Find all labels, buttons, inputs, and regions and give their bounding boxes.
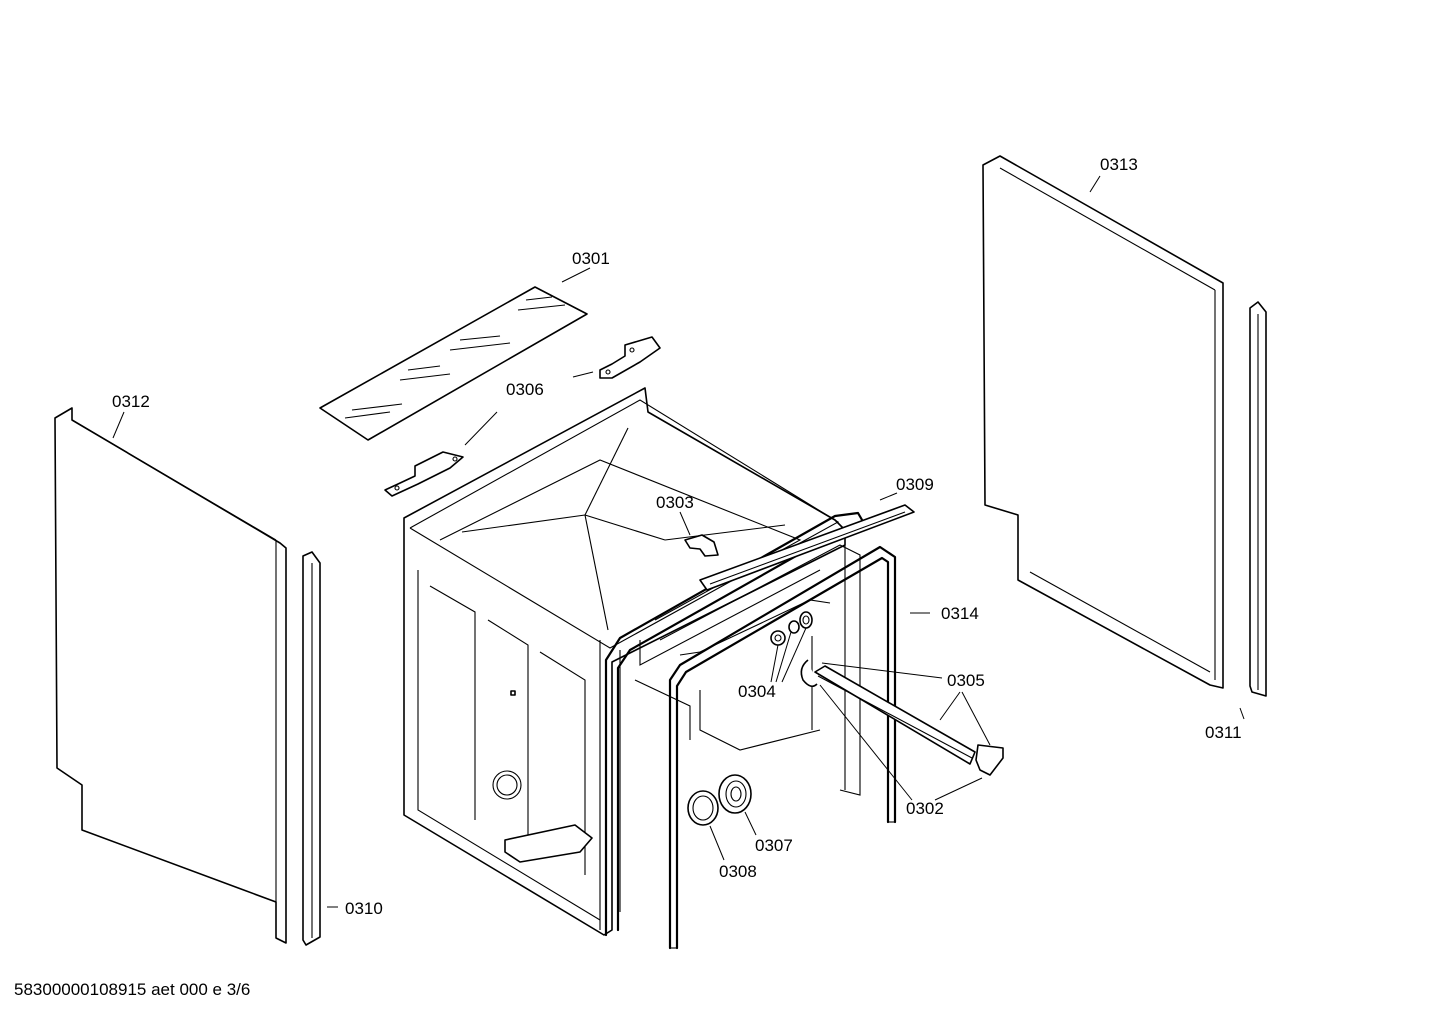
part-0313-right-side-panel[interactable] [982, 155, 1224, 689]
leader-lines [112, 175, 1245, 908]
part-0311-right-strip[interactable] [1249, 301, 1267, 697]
part-0312-left-side-panel[interactable] [54, 407, 287, 944]
part-0307-drain-cover[interactable] [718, 774, 752, 814]
part-0306-bracket-upper[interactable] [599, 336, 661, 379]
label-0305: 0305 [947, 671, 985, 690]
part-0304-fittings[interactable] [770, 611, 813, 646]
label-0309: 0309 [896, 475, 934, 494]
label-0312: 0312 [112, 392, 150, 411]
part-0308-ring[interactable] [687, 790, 719, 826]
document-id-footer: 58300000108915 aet 000 e 3/6 [14, 980, 251, 999]
part-0301-insulation-mat[interactable] [319, 286, 588, 441]
label-0313: 0313 [1100, 155, 1138, 174]
label-0311: 0311 [1205, 723, 1242, 742]
part-0309-rail[interactable] [699, 504, 915, 591]
part-0310-left-strip[interactable] [302, 551, 321, 946]
part-0303-clip[interactable] [684, 534, 719, 557]
label-0306: 0306 [506, 380, 544, 399]
label-0304: 0304 [738, 682, 776, 701]
label-0307: 0307 [755, 836, 793, 855]
label-0308: 0308 [719, 862, 757, 881]
label-0303: 0303 [656, 493, 694, 512]
label-0310: 0310 [345, 899, 383, 918]
part-0305-hinge-arm[interactable] [800, 659, 1004, 776]
label-0314: 0314 [941, 604, 979, 623]
label-0302: 0302 [906, 799, 944, 818]
part-0306-bracket-lower[interactable] [384, 451, 464, 497]
label-0301: 0301 [572, 249, 610, 268]
